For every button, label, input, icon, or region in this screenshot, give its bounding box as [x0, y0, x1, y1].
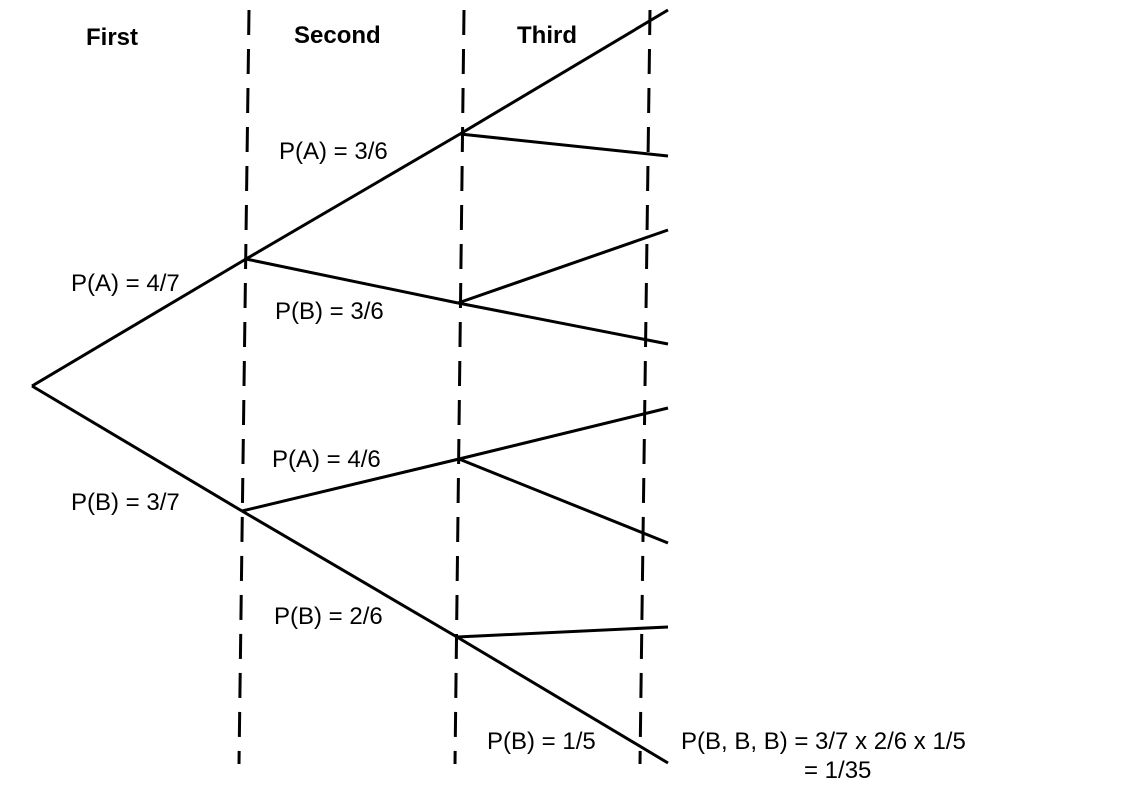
branch-third-2 [459, 132, 669, 158]
header-second: Second [294, 22, 381, 49]
label-first-a: P(A) = 4/7 [71, 270, 180, 297]
header-first: First [86, 24, 138, 51]
label-second-b-top: P(B) = 3/6 [275, 298, 384, 325]
branch-first-a [31, 257, 247, 388]
label-first-b: P(B) = 3/7 [71, 489, 180, 516]
label-second-b-bottom: P(B) = 2/6 [274, 603, 383, 630]
stage-divider-2 [453, 9, 466, 765]
label-second-a-bottom: P(A) = 4/6 [272, 446, 381, 473]
stage-divider-3 [638, 9, 652, 765]
result-line-2: = 1/35 [804, 757, 871, 784]
branch-second-a-top [245, 132, 461, 261]
branch-third-6 [458, 457, 669, 545]
branch-first-b [31, 384, 243, 513]
branch-second-b-top [245, 257, 459, 305]
branch-third-5 [458, 406, 669, 461]
stage-divider-1 [237, 9, 251, 765]
branch-second-b-bottom [241, 509, 458, 639]
branch-third-7 [456, 625, 669, 639]
branch-third-8 [456, 635, 669, 765]
branch-second-a-bottom [241, 457, 460, 513]
branch-third-3 [457, 228, 669, 305]
header-third: Third [517, 22, 577, 49]
label-third-b-bottom: P(B) = 1/5 [487, 728, 596, 755]
result-line-1: P(B, B, B) = 3/7 x 2/6 x 1/5 [681, 728, 966, 755]
label-second-a-top: P(A) = 3/6 [279, 138, 388, 165]
branch-third-4 [457, 301, 669, 346]
branch-third-1 [459, 8, 669, 136]
